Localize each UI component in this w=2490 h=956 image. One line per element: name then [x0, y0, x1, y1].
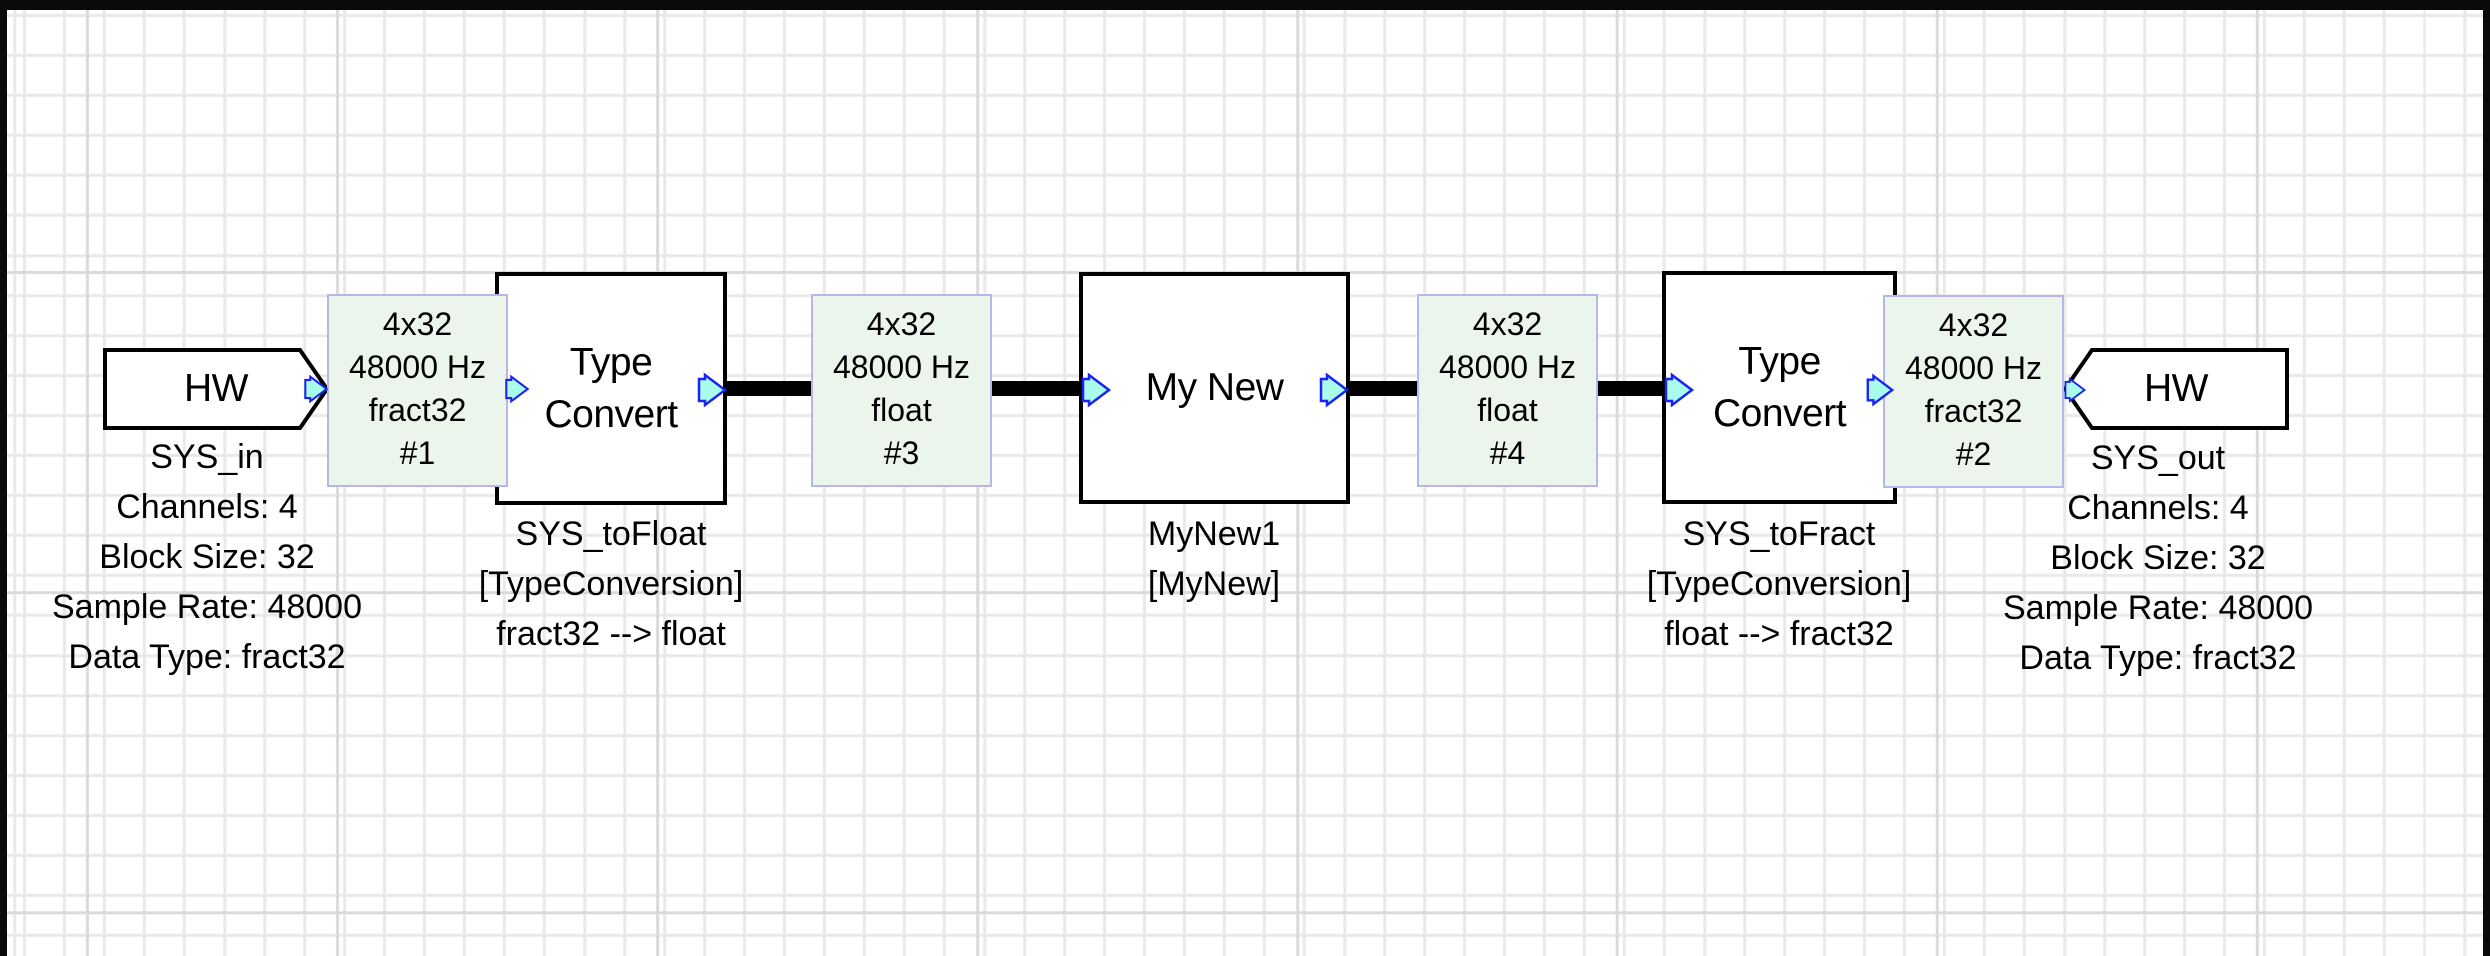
wire-info-id: #3 [883, 435, 920, 471]
block-name-label: SYS_toFloat [515, 515, 707, 553]
block-info-line: Channels: 4 [116, 488, 298, 526]
canvas-border-left [0, 0, 7, 956]
block-info-line: Block Size: 32 [2050, 539, 2266, 577]
block-info-line: Sample Rate: 48000 [2003, 589, 2313, 627]
block-conversion-label: float --> fract32 [1664, 615, 1894, 653]
block-name-label: MyNew1 [1147, 515, 1281, 553]
block-type-convert-tofract[interactable]: Type Convert [1662, 271, 1897, 504]
wire-info-size: 4x32 [1472, 306, 1543, 342]
block-info-line: Block Size: 32 [99, 538, 315, 576]
wire-info-3[interactable]: 4x32 48000 Hz float #3 [811, 294, 992, 487]
block-label: Type [569, 340, 653, 384]
wire-info-id: #2 [1955, 436, 1992, 472]
block-hw-output[interactable]: HW [2063, 348, 2289, 430]
canvas-border-right [2483, 0, 2490, 956]
block-info-line: Data Type: fract32 [68, 638, 346, 676]
block-label: Convert [544, 392, 678, 436]
block-label: Convert [1712, 391, 1847, 435]
pin-mynew-output[interactable] [1318, 372, 1350, 408]
tofract-labels: SYS_toFract [TypeConversion] float --> f… [1647, 509, 1912, 659]
wire-info-size: 4x32 [382, 306, 453, 342]
wire-info-rate: 48000 Hz [349, 349, 486, 385]
block-label: My New [1145, 366, 1284, 409]
block-my-new[interactable]: My New [1079, 272, 1350, 504]
hw-output-labels: SYS_out Channels: 4 Block Size: 32 Sampl… [2003, 433, 2313, 683]
block-label: HW [2144, 367, 2208, 410]
wire-info-1[interactable]: 4x32 48000 Hz fract32 #1 [327, 294, 508, 487]
wire-info-id: #1 [399, 435, 436, 471]
wire-info-4[interactable]: 4x32 48000 Hz float #4 [1417, 294, 1598, 487]
wire-info-rate: 48000 Hz [833, 349, 970, 385]
hw-output-shape [2063, 348, 2289, 430]
block-class-label: [MyNew] [1147, 565, 1281, 603]
pin-hw-output-input[interactable] [2064, 377, 2087, 403]
pin-hw-input-output[interactable] [303, 374, 329, 404]
wire-info-id: #4 [1489, 435, 1526, 471]
mynew-labels: MyNew1 [MyNew] [1148, 509, 1280, 609]
pin-tofract-input[interactable] [1663, 372, 1695, 408]
block-name-label: SYS_toFract [1682, 515, 1876, 553]
wire-info-rate: 48000 Hz [1439, 349, 1576, 385]
wire-info-size: 4x32 [1938, 307, 2009, 343]
block-conversion-label: fract32 --> float [496, 615, 726, 653]
wire-info-2[interactable]: 4x32 48000 Hz fract32 #2 [1883, 295, 2064, 488]
block-info-line: Data Type: fract32 [2019, 639, 2297, 677]
wire-info-type: float [1477, 392, 1538, 428]
block-label: HW [184, 367, 248, 410]
block-label: Type [1738, 339, 1821, 383]
hw-input-labels: SYS_in Channels: 4 Block Size: 32 Sample… [52, 432, 362, 682]
hw-input-shape [103, 348, 329, 430]
pin-mynew-input[interactable] [1080, 372, 1112, 408]
block-name-label: SYS_in [150, 438, 264, 476]
wire-info-rate: 48000 Hz [1905, 350, 2042, 386]
block-info-line: Sample Rate: 48000 [52, 588, 362, 626]
pin-tofloat-input[interactable] [504, 374, 530, 404]
wire-info-type: float [871, 392, 932, 428]
tofloat-labels: SYS_toFloat [TypeConversion] fract32 -->… [479, 509, 744, 659]
canvas-border-top [0, 0, 2490, 10]
block-hw-input[interactable]: HW [103, 348, 329, 430]
block-info-line: Channels: 4 [2067, 489, 2249, 527]
wire-info-size: 4x32 [866, 306, 937, 342]
block-class-label: [TypeConversion] [1646, 565, 1912, 603]
pin-tofloat-output[interactable] [697, 372, 728, 408]
pin-tofract-output[interactable] [1865, 373, 1895, 407]
block-class-label: [TypeConversion] [478, 565, 744, 603]
wire-info-type: fract32 [1924, 393, 2023, 429]
block-name-label: SYS_out [2090, 439, 2226, 477]
wire-info-type: fract32 [368, 392, 467, 428]
